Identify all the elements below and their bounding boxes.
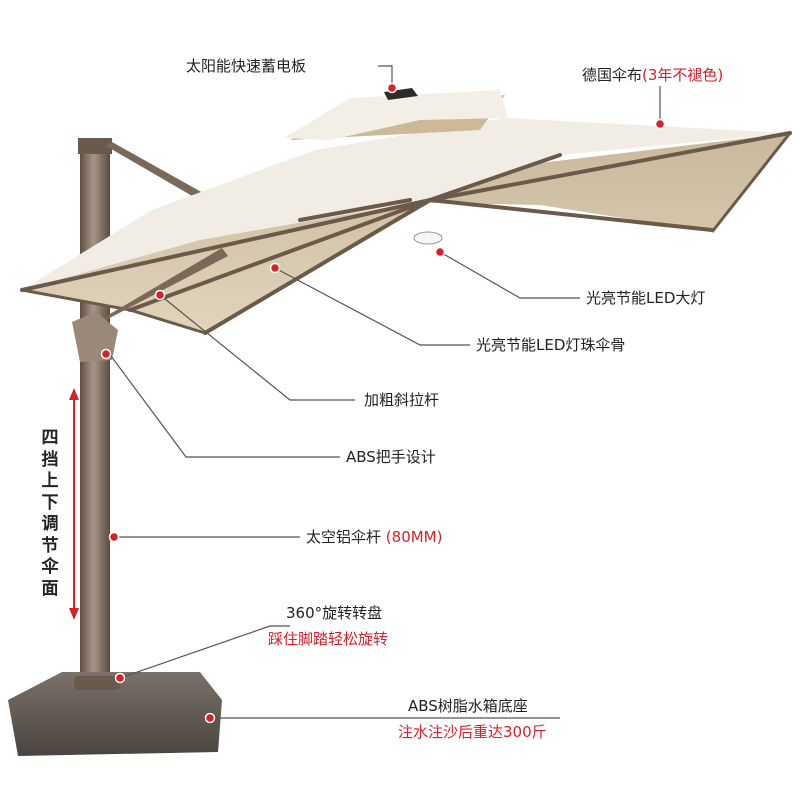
canopy-fabric-note: (3年不褪色)	[642, 66, 724, 84]
led-main-light	[413, 231, 443, 245]
label-led-main-light: 光亮节能LED大灯	[586, 289, 706, 307]
label-canopy-fabric: 德国伞布(3年不褪色)	[582, 66, 723, 84]
height-arrow-down	[69, 608, 79, 620]
label-height-adjust: 四挡上下调节伞面	[41, 428, 59, 599]
canopy-fabric-text: 德国伞布	[582, 66, 643, 84]
aluminum-pole-text: 太空铝伞杆	[306, 528, 382, 546]
canopy-edge	[21, 132, 792, 335]
canopy-vent	[284, 90, 508, 140]
label-base-note: 注水注沙后重达300斤	[398, 723, 547, 741]
pole-cap	[78, 138, 112, 154]
water-tank-base	[8, 672, 222, 756]
thick-strut	[102, 248, 228, 322]
label-base: ABS树脂水箱底座	[408, 697, 528, 715]
label-abs-handle: ABS把手设计	[346, 448, 436, 466]
label-turntable-note: 踩住脚踏轻松旋转	[268, 630, 389, 648]
turntable	[74, 676, 120, 690]
canopy-ribs	[20, 131, 792, 335]
height-arrow-up	[69, 388, 79, 400]
top-arm	[106, 142, 212, 204]
aluminum-pole	[80, 142, 110, 690]
label-solar-panel: 太阳能快速蓄电板	[186, 57, 307, 75]
aluminum-pole-note: (80MM)	[385, 528, 443, 546]
label-thick-strut: 加粗斜拉杆	[364, 391, 440, 409]
label-aluminum-pole: 太空铝伞杆 (80MM)	[306, 528, 442, 546]
callout-dots	[100, 82, 666, 724]
label-led-rib-lights: 光亮节能LED灯珠伞骨	[476, 336, 626, 354]
canopy-underside	[22, 133, 790, 333]
label-turntable: 360°旋转转盘	[286, 604, 383, 622]
leader-lines	[107, 65, 661, 719]
